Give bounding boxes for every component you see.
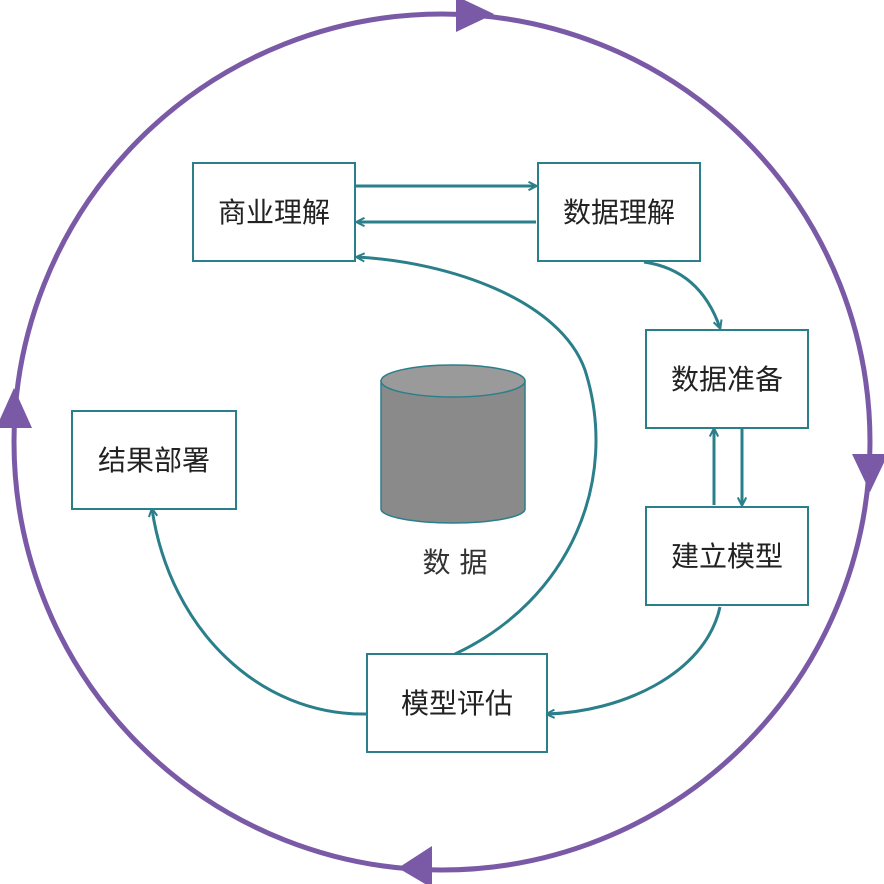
node-data-understanding: 数据理解	[537, 162, 701, 262]
node-evaluation: 模型评估	[366, 653, 548, 753]
database-icon	[380, 364, 526, 524]
node-deployment-label: 结果部署	[98, 444, 210, 477]
node-business-understanding: 商业理解	[192, 162, 356, 262]
arrow-data-understanding-to-preparation	[643, 260, 720, 328]
cycle-arrow-bottom-icon	[398, 846, 432, 884]
node-data-understanding-label: 数据理解	[563, 196, 675, 229]
arrow-evaluation-to-business	[357, 257, 598, 656]
node-data-preparation-label: 数据准备	[671, 363, 783, 396]
node-business-understanding-label: 商业理解	[218, 196, 330, 229]
outer-cycle-ring	[11, 11, 873, 873]
cycle-arrow-top-icon	[456, 0, 494, 32]
node-evaluation-label: 模型评估	[401, 687, 513, 720]
node-data-preparation: 数据准备	[645, 329, 809, 429]
arrow-evaluation-to-deployment	[152, 509, 368, 716]
node-deployment: 结果部署	[71, 410, 237, 510]
cycle-arrow-left-icon	[0, 388, 32, 428]
arrow-modeling-to-evaluation	[547, 606, 722, 714]
database-label: 数 据	[423, 546, 488, 579]
node-modeling-label: 建立模型	[671, 540, 783, 573]
node-modeling: 建立模型	[645, 506, 809, 606]
cycle-arrow-right-icon	[852, 454, 884, 492]
